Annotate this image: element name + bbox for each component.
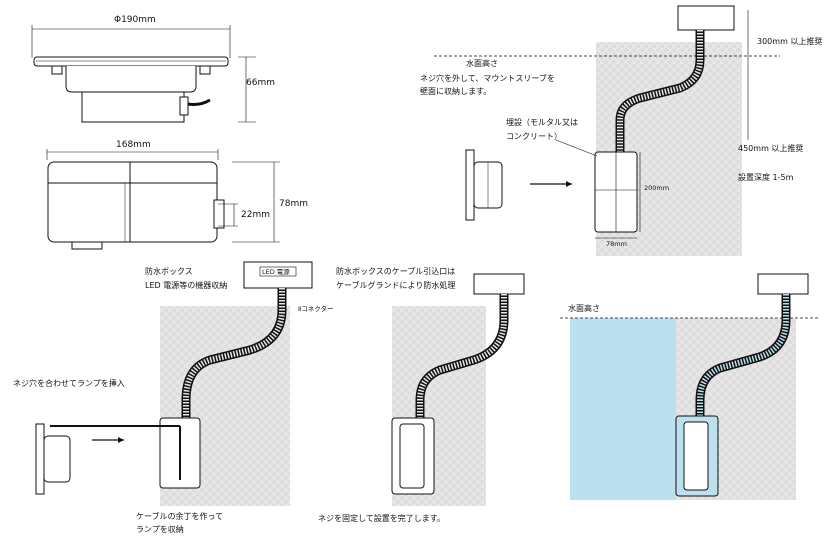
install-diagram [434, 5, 780, 256]
above-water-label: 300mm 以上推奨 [757, 37, 823, 46]
sleeve-height-label: 200mm [644, 184, 670, 192]
body-height-label: 78mm [279, 199, 308, 209]
unscrew-note-2: 壁面に収納します。 [420, 87, 492, 96]
junction-box [677, 5, 735, 31]
fix-screw-label: ネジを固定して設置を完了します。 [318, 514, 445, 523]
water-level-label: 水面高さ [466, 59, 498, 68]
box-title: 防水ボックス [145, 267, 193, 276]
insert-lamp-label: ネジ穴を合わせてランプを挿入 [13, 379, 125, 388]
lamp-side-view [31, 25, 256, 123]
unscrew-note-1: ネジ穴を外して、マウントスリーブを [420, 74, 555, 83]
step-fix-screw [391, 273, 525, 506]
width-label: 168mm [116, 140, 151, 150]
diameter-label: Φ190mm [114, 15, 156, 25]
gland-note-1: 防水ボックスのケーブル引込口は [336, 267, 456, 276]
cable-slack-2: ランプを収納 [136, 525, 184, 534]
connector-label: Ⅱコネクター [298, 305, 334, 313]
embed-note-1: 埋設（モルタル又は [506, 118, 578, 127]
box-desc: LED 電源等の機器収納 [145, 281, 228, 290]
depth-label: 設置深度 1-5m [738, 173, 794, 182]
below-water-label: 450mm 以上推奨 [738, 144, 804, 153]
step-submerged [560, 273, 820, 500]
embed-note-2: コンクリート） [506, 132, 562, 141]
height-label: 66mm [246, 78, 275, 88]
cable-outlet-label: 22mm [241, 210, 270, 220]
gland-note-2: ケーブルグランドにより防水処理 [336, 281, 456, 290]
cable-slack-1: ケーブルの余丁を作って [136, 512, 224, 521]
lamp-box-view [46, 149, 280, 250]
sleeve-width-label: 78mm [606, 240, 627, 248]
step-insert-lamp [35, 261, 313, 506]
box-label: LED 電源 [262, 268, 290, 276]
water-level-label-2: 水面高さ [568, 304, 600, 313]
